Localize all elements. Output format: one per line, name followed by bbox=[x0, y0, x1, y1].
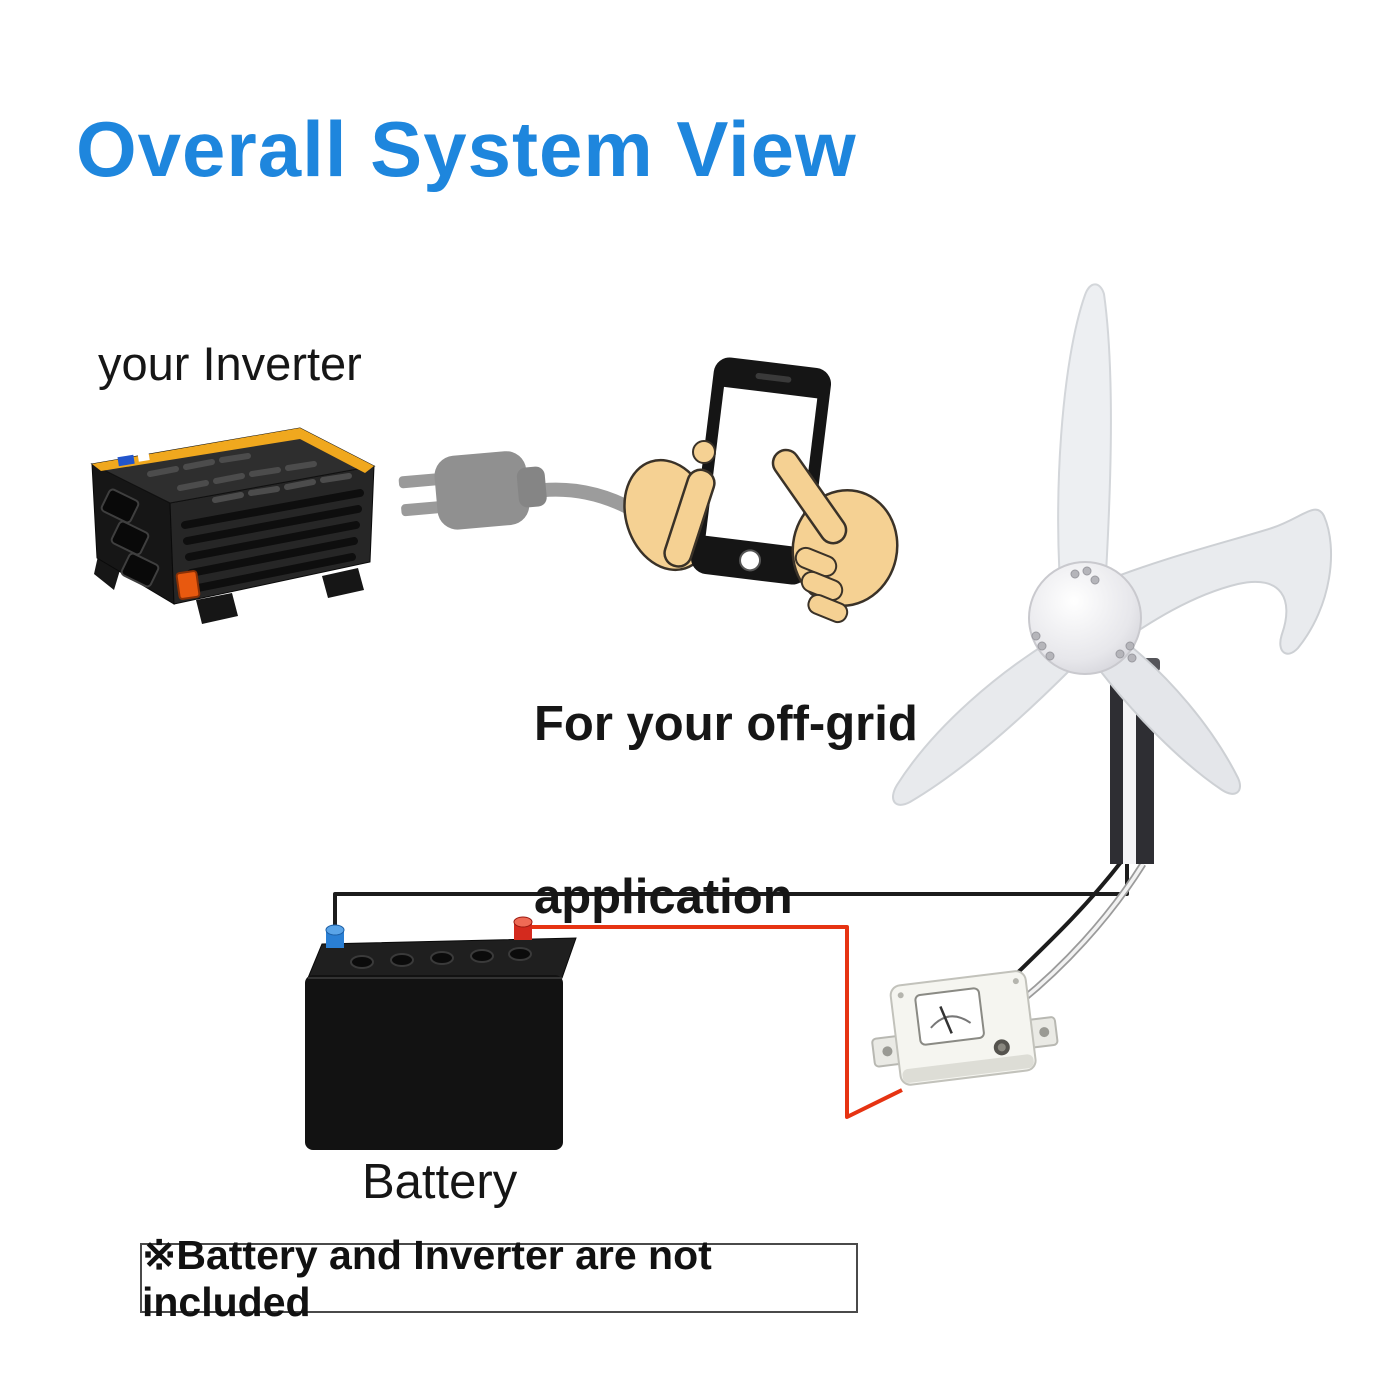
inverter-illustration bbox=[90, 427, 376, 624]
controller-meter-needle bbox=[939, 1006, 953, 1034]
offgrid-line-2: application bbox=[534, 870, 793, 925]
phone-screen bbox=[705, 386, 818, 548]
controller-flange-hole bbox=[882, 1046, 893, 1057]
controller-body-shadow bbox=[902, 1054, 1034, 1083]
phone-speaker bbox=[755, 372, 792, 383]
inverter-foot bbox=[94, 556, 120, 590]
inverter-yellow-band bbox=[92, 428, 374, 473]
battery-terminal-negative-top bbox=[325, 924, 345, 936]
controller-screw bbox=[897, 992, 904, 999]
white-wire-turbine-to-controller-outline bbox=[1017, 862, 1146, 1005]
plug-prong bbox=[401, 500, 448, 517]
inverter-power-switch bbox=[175, 570, 201, 600]
controller-meter-scale bbox=[930, 1015, 972, 1029]
inverter-label-chip bbox=[117, 454, 135, 467]
controller-flange-hole bbox=[1039, 1027, 1050, 1038]
turbine-hub-bolts bbox=[1031, 566, 1137, 663]
inverter-front-vents bbox=[181, 489, 364, 593]
turbine-tail-fin bbox=[1093, 508, 1333, 655]
turbine-blade-lower-right bbox=[1096, 642, 1241, 795]
power-plug-illustration bbox=[398, 451, 665, 533]
offgrid-application-label: For your off-grid application bbox=[534, 580, 918, 1043]
offgrid-line-1: For your off-grid bbox=[534, 696, 918, 751]
inverter-foot bbox=[322, 568, 364, 598]
phone-home-button bbox=[739, 549, 762, 572]
right-hand-curled-fingers bbox=[794, 546, 849, 624]
inverter-label: your Inverter bbox=[98, 337, 362, 390]
turbine-pole-highlight bbox=[1123, 662, 1136, 864]
turbine-blade-up bbox=[1057, 283, 1112, 609]
plug-neck bbox=[516, 466, 547, 508]
black-wire-battery-to-turbine bbox=[333, 864, 1129, 946]
battery-body bbox=[305, 975, 563, 1150]
left-hand-thumb bbox=[663, 468, 716, 568]
charge-controller-illustration bbox=[871, 970, 1059, 1086]
white-wire-turbine-to-controller bbox=[1018, 863, 1145, 1004]
inverter-label-chip bbox=[137, 451, 150, 462]
phone-hands-illustration bbox=[623, 357, 899, 624]
battery-label: Battery bbox=[362, 1155, 518, 1209]
wind-turbine-illustration bbox=[892, 283, 1333, 864]
battery-cell-caps bbox=[350, 947, 532, 969]
plug-prong bbox=[398, 472, 445, 489]
controller-terminal-knob-center bbox=[997, 1043, 1006, 1052]
inverter-outlets bbox=[100, 488, 160, 588]
right-hand-index-finger bbox=[771, 448, 848, 545]
inverter-foot bbox=[196, 593, 238, 624]
plug-body bbox=[434, 451, 530, 530]
left-hand-fingertip bbox=[692, 440, 716, 464]
not-included-note-box: ※Battery and Inverter are not included bbox=[140, 1232, 858, 1325]
inverter-top-vents bbox=[147, 453, 352, 503]
turbine-hub bbox=[1028, 561, 1142, 675]
battery-terminal-positive-top bbox=[513, 916, 533, 928]
controller-screw bbox=[1012, 978, 1019, 985]
battery-illustration bbox=[305, 916, 577, 1150]
page-title: Overall System View bbox=[76, 105, 857, 193]
turbine-blade-lower-left bbox=[892, 638, 1074, 806]
not-included-note-text: ※Battery and Inverter are not included bbox=[142, 1231, 712, 1325]
